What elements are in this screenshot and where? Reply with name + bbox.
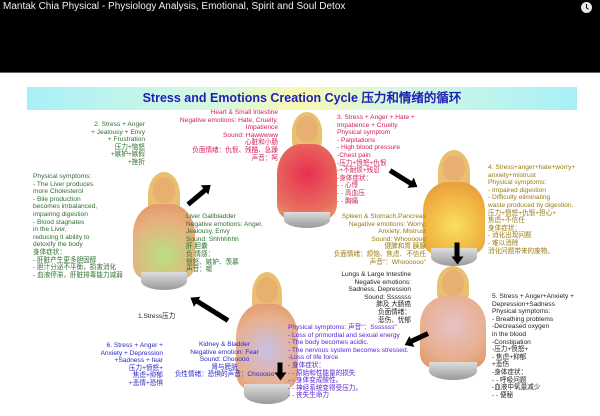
kidney-organ-text: Kidney & Bladder Negative emotion: Fear … bbox=[174, 341, 275, 379]
stage-3-text: 3. Stress + Anger + Hate + Impatience + … bbox=[337, 114, 415, 205]
stage-5-text: 5. Stress + Anger+Anxiety + Depression+S… bbox=[492, 293, 574, 399]
liver-organ-text: Liver Gallbladder Negative emotions: Ang… bbox=[186, 213, 263, 274]
figure-kidney bbox=[232, 272, 302, 406]
stage-2-text: 2. Stress + Anger + Jealousy + Envy + Fr… bbox=[91, 121, 145, 166]
liver-symptoms-text: Physical symptoms: - The Liver produces … bbox=[33, 173, 123, 279]
kidney-symptoms-text: Physical symptoms: 声音"：Sssssss" - Loss o… bbox=[288, 324, 409, 400]
heart-organ-text: Heart & Small Intestine Negative emotion… bbox=[179, 109, 278, 162]
figure-liver bbox=[128, 172, 200, 292]
arrow-icon bbox=[454, 242, 460, 259]
figure-spleen bbox=[418, 150, 490, 268]
figure-lungs bbox=[415, 266, 491, 382]
stage-6-text: 6. Stress + Anger + Anxiety + Depression… bbox=[100, 342, 164, 387]
figure-heart bbox=[272, 112, 342, 232]
clock-icon[interactable] bbox=[581, 2, 592, 13]
stage-1-text: 1.Stress压力 bbox=[138, 313, 176, 320]
video-top-bar: Mantak Chia Physical - Physiology Analys… bbox=[0, 0, 600, 73]
lungs-organ-text: Lungs & Large Intestine Negative emotion… bbox=[341, 271, 411, 324]
slide-title: Stress and Emotions Creation Cycle 压力和情绪… bbox=[27, 87, 577, 110]
stage-4-text: 4. Stress+anger+hate+worry+ anxiety+mist… bbox=[488, 164, 576, 255]
video-title[interactable]: Mantak Chia Physical - Physiology Analys… bbox=[3, 1, 346, 12]
spleen-organ-text: Spleen & Stomach,Pancreas Negative emoti… bbox=[333, 213, 426, 266]
